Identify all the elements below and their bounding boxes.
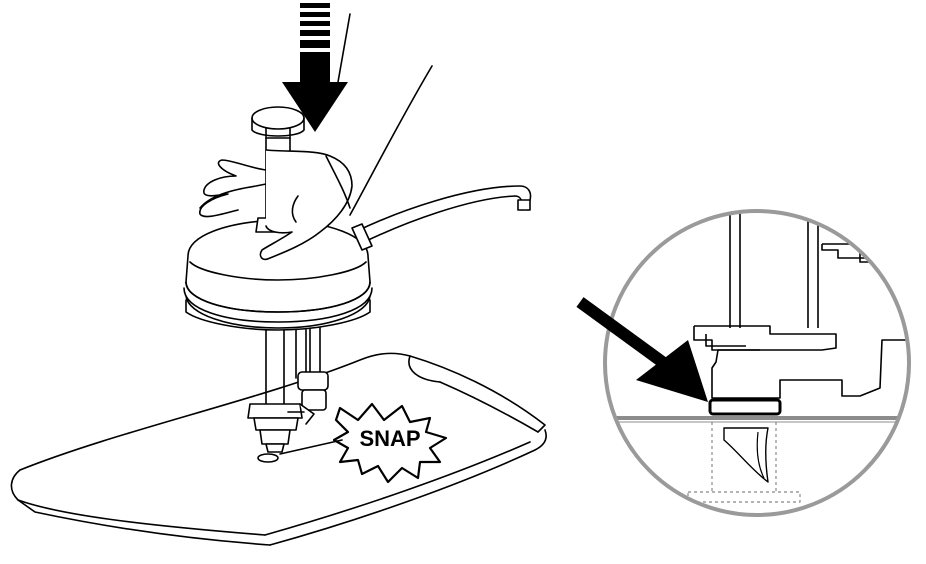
seal-ring bbox=[708, 398, 782, 416]
fitting-profile bbox=[694, 325, 909, 399]
valve-flap bbox=[723, 427, 769, 483]
hidden-socket bbox=[687, 422, 801, 503]
counter-tray bbox=[10, 352, 547, 546]
valve-assembly bbox=[247, 371, 329, 463]
magnifier-ring bbox=[603, 209, 911, 517]
hand bbox=[199, 149, 353, 261]
snap-label: SNAP bbox=[359, 426, 420, 451]
pump-spout bbox=[351, 185, 532, 251]
main-illustration bbox=[10, 3, 547, 546]
pump-tubes bbox=[265, 327, 321, 406]
down-arrow-icon bbox=[282, 3, 348, 132]
diagonal-arrow-icon bbox=[576, 297, 708, 402]
detail-view bbox=[576, 209, 911, 517]
arm-outline bbox=[337, 13, 351, 83]
pump-body bbox=[183, 219, 373, 331]
snap-callout bbox=[279, 402, 448, 484]
arm-outline bbox=[349, 65, 433, 216]
